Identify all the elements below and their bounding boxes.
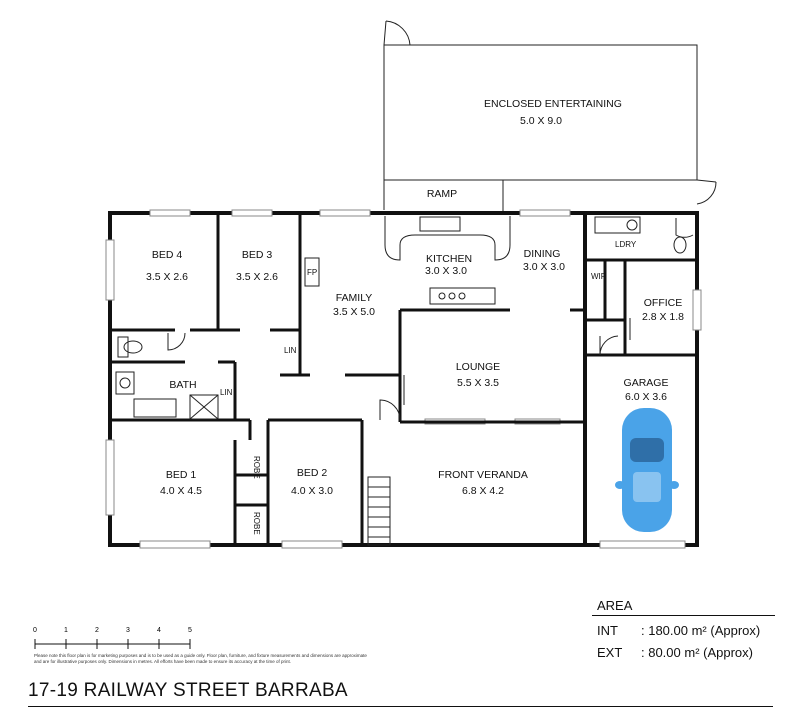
area-divider bbox=[592, 615, 775, 616]
fixtures bbox=[115, 216, 687, 546]
room-bed1-name: BED 1 bbox=[166, 469, 197, 481]
room-fp-name: FP bbox=[307, 268, 317, 277]
scale-tick-label: 3 bbox=[126, 627, 130, 634]
room-lin1-name: LIN bbox=[284, 346, 297, 355]
area-int-label: INT bbox=[597, 623, 618, 638]
scale-tick-label: 5 bbox=[188, 627, 192, 634]
area-row-int: INT : 180.00 m² (Approx) bbox=[597, 623, 760, 638]
car-icon bbox=[615, 408, 679, 532]
room-veranda-name: FRONT VERANDA bbox=[438, 469, 528, 481]
area-heading: AREA bbox=[597, 598, 633, 613]
room-family-dim: 3.5 X 5.0 bbox=[333, 306, 375, 318]
room-office-name: OFFICE bbox=[644, 297, 683, 309]
scale-tick-label: 0 bbox=[33, 627, 37, 634]
room-bed4-name: BED 4 bbox=[152, 249, 183, 261]
room-enclosed-name: ENCLOSED ENTERTAINING bbox=[484, 98, 622, 110]
area-ext-label: EXT bbox=[597, 645, 623, 660]
area-row-ext: EXT : 80.00 m² (Approx) bbox=[597, 645, 753, 660]
room-bed4-dim: 3.5 X 2.6 bbox=[146, 271, 188, 283]
room-kitchen-dim: 3.0 X 3.0 bbox=[425, 265, 467, 277]
room-garage-dim: 6.0 X 3.6 bbox=[625, 391, 667, 403]
room-bath-name: BATH bbox=[169, 379, 196, 391]
interior-walls bbox=[110, 213, 697, 545]
room-bed2-dim: 4.0 X 3.0 bbox=[291, 485, 333, 497]
room-bed3-dim: 3.5 X 2.6 bbox=[236, 271, 278, 283]
bottom-rule bbox=[28, 706, 773, 707]
doors bbox=[167, 218, 694, 421]
area-int-value: : 180.00 m² (Approx) bbox=[641, 623, 761, 638]
room-enclosed-dim: 5.0 X 9.0 bbox=[520, 115, 562, 127]
area-ext-value: : 80.00 m² (Approx) bbox=[641, 645, 753, 660]
room-dining-name: DINING bbox=[524, 248, 561, 260]
scale-bar: 0 1 2 3 4 5 bbox=[33, 627, 192, 649]
room-robe2-name: ROBE bbox=[252, 512, 261, 535]
room-labels: ENCLOSED ENTERTAINING 5.0 X 9.0 RAMP BED… bbox=[146, 98, 684, 535]
scale-tick-label: 2 bbox=[95, 627, 99, 634]
disclaimer-text: Please note this floor plan is for marke… bbox=[34, 653, 367, 664]
room-bed2-name: BED 2 bbox=[297, 467, 328, 479]
room-ldry-name: LDRY bbox=[615, 240, 637, 249]
room-garage-name: GARAGE bbox=[624, 377, 669, 389]
kitchen-bench bbox=[384, 216, 511, 305]
room-robe1-name: ROBE bbox=[252, 456, 261, 479]
scale-tick-label: 4 bbox=[157, 627, 161, 634]
room-veranda-dim: 6.8 X 4.2 bbox=[462, 485, 504, 497]
room-lounge-dim: 5.5 X 3.5 bbox=[457, 377, 499, 389]
room-wip-name: WIP bbox=[591, 272, 606, 281]
room-bed1-dim: 4.0 X 4.5 bbox=[160, 485, 202, 497]
room-kitchen-name: KITCHEN bbox=[426, 253, 472, 265]
room-dining-dim: 3.0 X 3.0 bbox=[523, 261, 565, 273]
room-family-name: FAMILY bbox=[336, 292, 373, 304]
enclosed-entertaining-outline bbox=[383, 20, 717, 212]
scale-tick-label: 1 bbox=[64, 627, 68, 634]
room-ramp-name: RAMP bbox=[427, 188, 457, 200]
room-bed3-name: BED 3 bbox=[242, 249, 273, 261]
property-address: 17-19 RAILWAY STREET BARRABA bbox=[28, 680, 348, 701]
room-lounge-name: LOUNGE bbox=[456, 361, 500, 373]
room-office-dim: 2.8 X 1.8 bbox=[642, 311, 684, 323]
room-lin2-name: LIN bbox=[220, 388, 233, 397]
